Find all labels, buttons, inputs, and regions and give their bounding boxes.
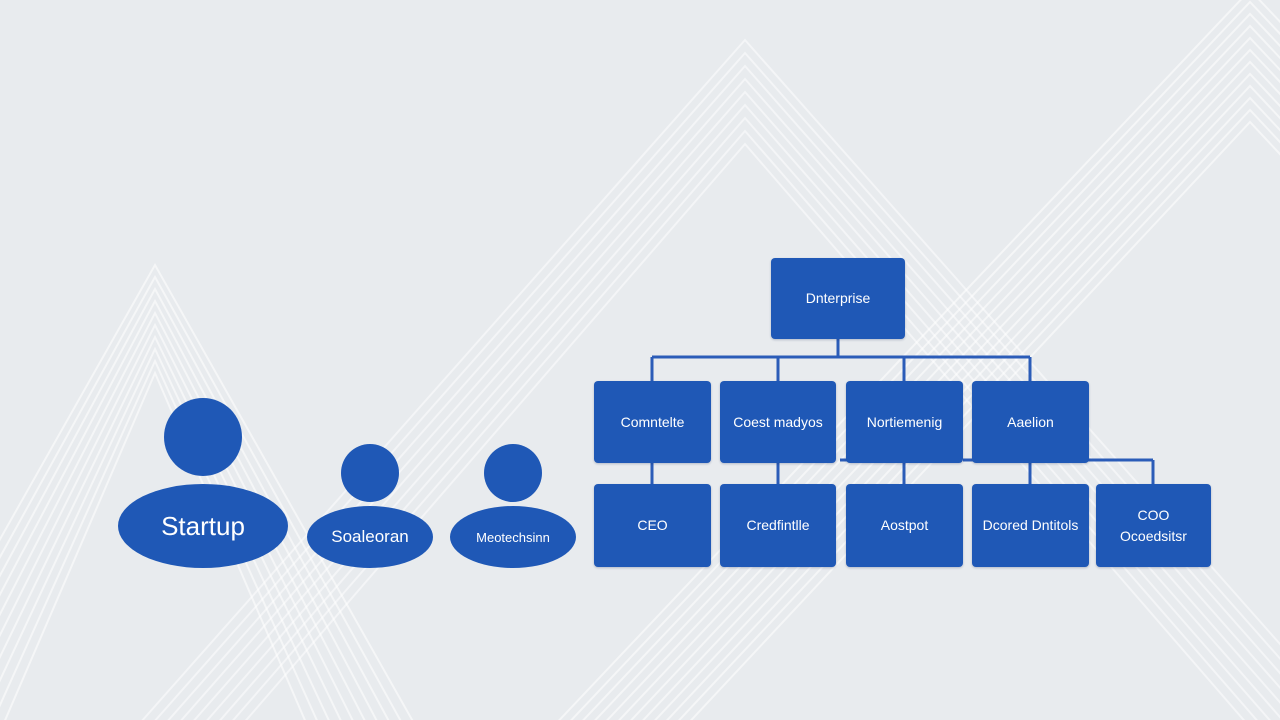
org-node-level3-1: CEO — [594, 484, 711, 567]
person-startup: Startup — [118, 398, 288, 570]
pattern-line — [0, 310, 366, 720]
pattern-line — [0, 334, 342, 720]
person-label-startup: Startup — [118, 484, 288, 568]
pattern-line — [0, 298, 378, 720]
org-node-label: CEO — [637, 517, 668, 533]
pattern-line — [0, 286, 390, 720]
pattern-line — [0, 262, 414, 720]
org-node-root: Dnterprise — [771, 258, 905, 339]
pattern-line — [4, 370, 306, 720]
org-node-level2-2: Coest madyos — [720, 381, 836, 463]
pattern-line — [0, 322, 354, 720]
person-soaleoran: Soaleoran — [307, 444, 433, 570]
org-node-level3-5: COO Ocoedsitsr — [1096, 484, 1211, 567]
org-node-level3-3: Aostpot — [846, 484, 963, 567]
pattern-line — [558, 0, 1280, 720]
person-head-icon — [484, 444, 542, 502]
org-node-label: Coest madyos — [733, 413, 823, 430]
pattern-line — [0, 346, 330, 720]
person-head-icon — [341, 444, 399, 502]
org-node-level3-4: Dcored Dntitols — [972, 484, 1089, 567]
pattern-line — [0, 358, 318, 720]
pattern-line — [642, 72, 1280, 720]
org-node-level3-2: Credfintlle — [720, 484, 836, 567]
org-node-label: Nortiemenig — [866, 413, 943, 430]
org-node-label: Dcored Dntitols — [982, 517, 1079, 533]
org-node-level2-1: Comntelte — [594, 381, 711, 463]
org-node-label: Aostpot — [880, 517, 929, 533]
person-meotechsinn: Meotechsinn — [450, 444, 576, 570]
person-label-meotechsinn: Meotechsinn — [450, 506, 576, 568]
org-node-level2-3: Nortiemenig — [846, 381, 963, 463]
org-node-level2-4: Aaelion — [972, 381, 1089, 463]
org-node-label-line-2: Ocoedsitsr — [1120, 527, 1187, 544]
org-node-label: Credfintlle — [746, 517, 810, 533]
org-node-label-line-1: COO — [1137, 506, 1170, 523]
person-label-soaleoran: Soaleoran — [307, 506, 433, 568]
org-node-label: Dnterprise — [805, 290, 871, 306]
person-head-icon — [164, 398, 242, 476]
org-node-label: Aaelion — [1007, 413, 1054, 430]
org-node-label: Comntelte — [620, 413, 685, 430]
